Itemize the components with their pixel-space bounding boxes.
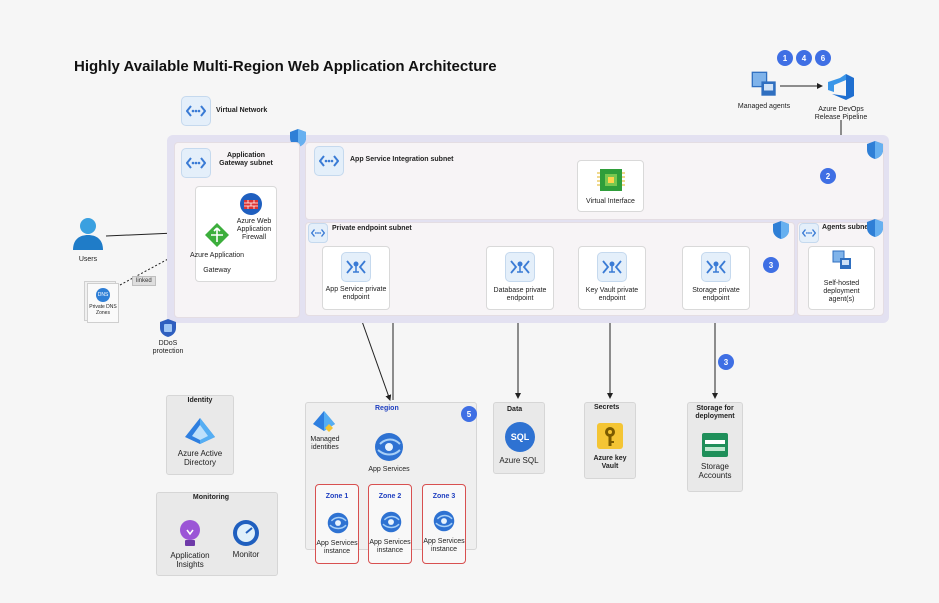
appsvc-subnet-label: App Service Integration subnet [350,156,454,163]
virtual-interface-icon [597,167,625,198]
pe-to-region-line [357,309,392,401]
storage-box [687,402,743,492]
pe-kv-label: Key Vault private endpoint [585,287,639,302]
step-1-badge: 1 [777,50,793,66]
app-services-icon [374,432,404,467]
step-3b-badge: 3 [718,354,734,370]
zone-title: Zone 3 [432,493,456,500]
azure-ad-icon [184,417,216,450]
dns-label: Private DNS Zones [89,304,117,316]
private-endpoint-icon [597,252,627,282]
app-insights-icon [177,519,203,554]
step-5-badge: 5 [461,406,477,422]
subnet-icon [799,223,819,243]
private-endpoint-icon [701,252,731,282]
virtual-interface-label: Virtual Interface [586,198,635,205]
managed-agents-label: Managed agents [737,103,791,110]
zone-title: Zone 2 [378,493,402,500]
identity-title: Identity [187,397,213,404]
pe-subnet-label: Private endpoint subnet [332,225,412,232]
agents-subnet-label: Agents subnet [822,224,871,231]
monitor-icon [231,518,261,553]
private-endpoint-icon [341,252,371,282]
region-title: Region [375,405,399,412]
pe-db-label: Database private endpoint [493,287,547,302]
page-title: Highly Available Multi-Region Web Applic… [74,58,497,75]
users-label: Users [78,256,98,263]
devops-label: Azure DevOps Release Pipeline [814,106,868,121]
zone-3: Zone 3 [422,484,466,564]
agent-label: Self-hosted deployment agent(s) [823,280,860,303]
subnet-icon [308,223,328,243]
dns-icon: DNS [96,288,110,302]
users-icon[interactable] [70,215,106,256]
instance-label: App Services instance [369,539,411,554]
managed-identities-label: Managed identities [310,436,340,451]
key-vault-icon [596,422,624,455]
step-4-badge: 4 [796,50,812,66]
managed-agents-icon [751,71,777,102]
app-service-instance-icon [380,511,402,538]
azure-ad-label: Azure Active Directory [177,449,223,467]
storage-title: Storage for deployment [695,405,735,420]
waf-label: Azure Web Application Firewall [236,218,272,241]
subnet-icon [314,146,344,176]
ddos-icon [159,318,177,343]
sql-icon: SQL [505,422,535,452]
app-services-label: App Services [368,466,410,473]
agents-icon [832,250,852,275]
app-insights-label: Application Insights [170,551,210,569]
zone-title: Zone 1 [325,493,349,500]
storage-account-icon [701,432,729,463]
shield-icon [866,218,884,243]
private-endpoint-icon [505,252,535,282]
pe-app-label: App Service private endpoint [325,286,387,301]
sql-label: Azure SQL [499,456,539,465]
instance-label: App Services instance [316,540,358,555]
data-title: Data [507,406,523,413]
shield-icon [866,140,884,165]
monitor-label: Monitor [232,550,260,559]
managed-identities-icon [312,410,336,439]
ddos-label: DDoS protection [152,340,184,355]
linked-badge: linked [132,276,156,286]
dns-card[interactable]: DNS Private DNS Zones [87,283,119,323]
instance-label: App Services instance [423,538,465,553]
step-3-badge: 3 [763,257,779,273]
storage-account-label: Storage Accounts [698,462,732,480]
waf-icon [239,192,263,221]
devops-icon [826,72,856,107]
appgw-subnet-label: Application Gateway subnet [219,152,273,167]
secrets-title: Secrets [594,404,620,411]
app-gateway-label: Azure Application [189,252,245,259]
shield-icon [772,220,790,245]
step-6-badge: 6 [815,50,831,66]
vnet-icon [181,96,211,126]
monitoring-title: Monitoring [192,494,230,501]
vnet-label: Virtual Network [216,107,268,114]
app-service-instance-icon [433,510,455,537]
key-vault-label: Azure key Vault [593,455,627,470]
subnet-icon [181,148,211,178]
app-service-instance-icon [327,512,349,539]
app-gateway-icon [204,222,230,253]
app-gateway-label-2: Gateway [203,267,231,274]
pe-st-label: Storage private endpoint [692,287,740,302]
step-2-badge: 2 [820,168,836,184]
